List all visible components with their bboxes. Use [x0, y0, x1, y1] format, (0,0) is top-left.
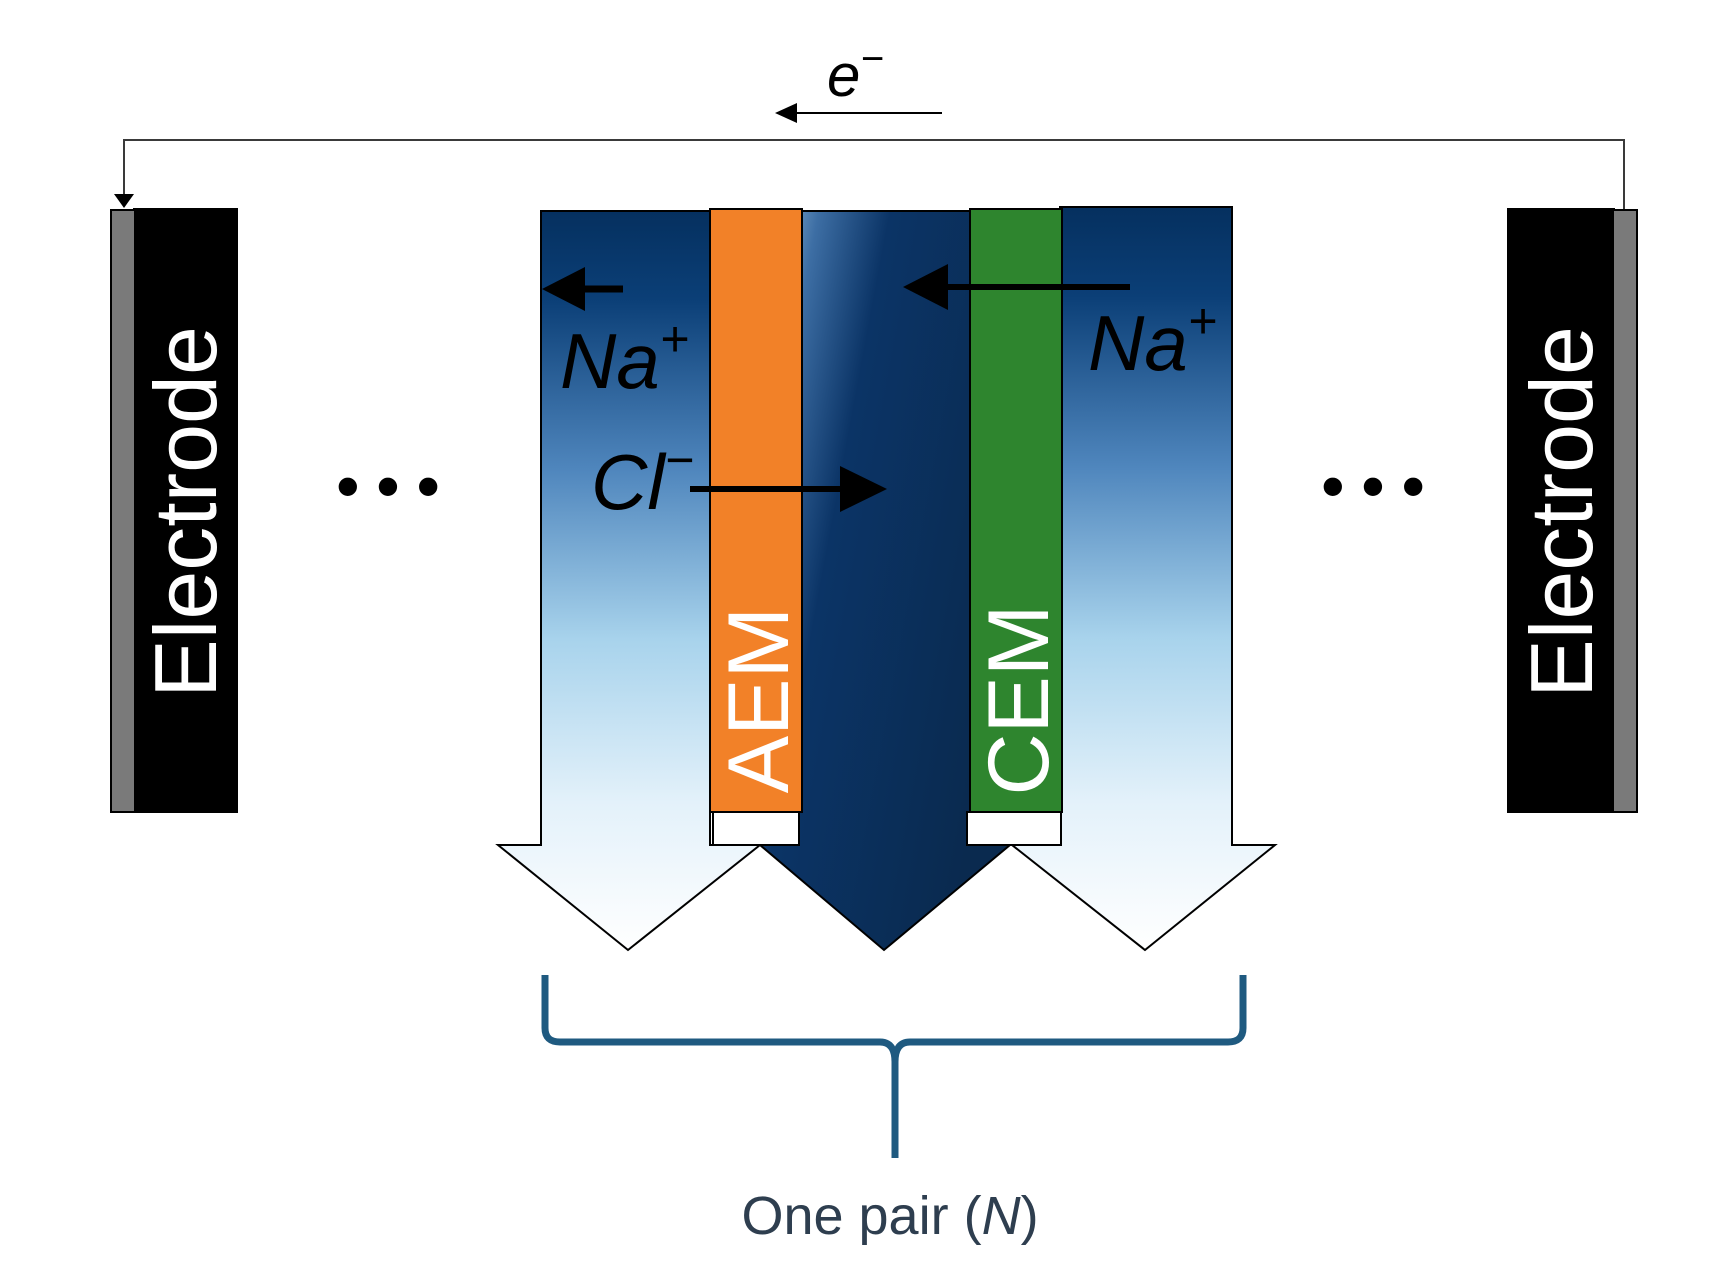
- circuit-wire: [123, 139, 1625, 210]
- cl-arrow: [690, 466, 887, 512]
- ellipsis-left: • • •: [337, 450, 440, 522]
- electron-flow-arrowhead-icon: [775, 103, 797, 123]
- electrode-right-label: Electrode: [1512, 326, 1611, 698]
- electrode-right-body: [1507, 208, 1615, 813]
- electrode-left-label: Electrode: [136, 326, 235, 698]
- na-right-arrow: [903, 264, 1130, 310]
- cem-membrane-foot: [966, 811, 1062, 846]
- cem-membrane-body: [969, 208, 1063, 813]
- circuit-arrowhead-icon: [114, 194, 134, 208]
- cl-arrowhead-icon: [840, 466, 887, 512]
- na-left-arrowhead-icon: [542, 267, 585, 311]
- electrode-left-plate: [110, 209, 136, 813]
- aem-membrane: AEM: [709, 208, 807, 846]
- na-right-label: Na+: [1088, 293, 1217, 387]
- cl-label: Cl−: [591, 432, 694, 526]
- electrode-right-plate: [1612, 209, 1638, 813]
- electron-label: e−: [827, 37, 884, 109]
- aem-membrane-foot: [712, 811, 800, 846]
- cem-membrane: CEM: [966, 208, 1067, 846]
- cem-label: CEM: [971, 604, 1067, 795]
- na-right-arrowhead-icon: [903, 264, 948, 310]
- pair-bracket: [541, 975, 1247, 1158]
- ellipsis-right: • • •: [1322, 450, 1425, 522]
- external-circuit: e−: [114, 37, 1625, 210]
- pair-label: One pair (N): [741, 1186, 1038, 1246]
- electrode-right: Electrode: [1507, 208, 1638, 813]
- electrode-left: Electrode: [110, 208, 238, 813]
- na-left-arrow: [542, 267, 623, 311]
- aem-label: AEM: [711, 607, 807, 793]
- electrode-left-body: [133, 208, 238, 813]
- na-left-label: Na+: [560, 311, 689, 405]
- aem-membrane-body: [709, 208, 803, 813]
